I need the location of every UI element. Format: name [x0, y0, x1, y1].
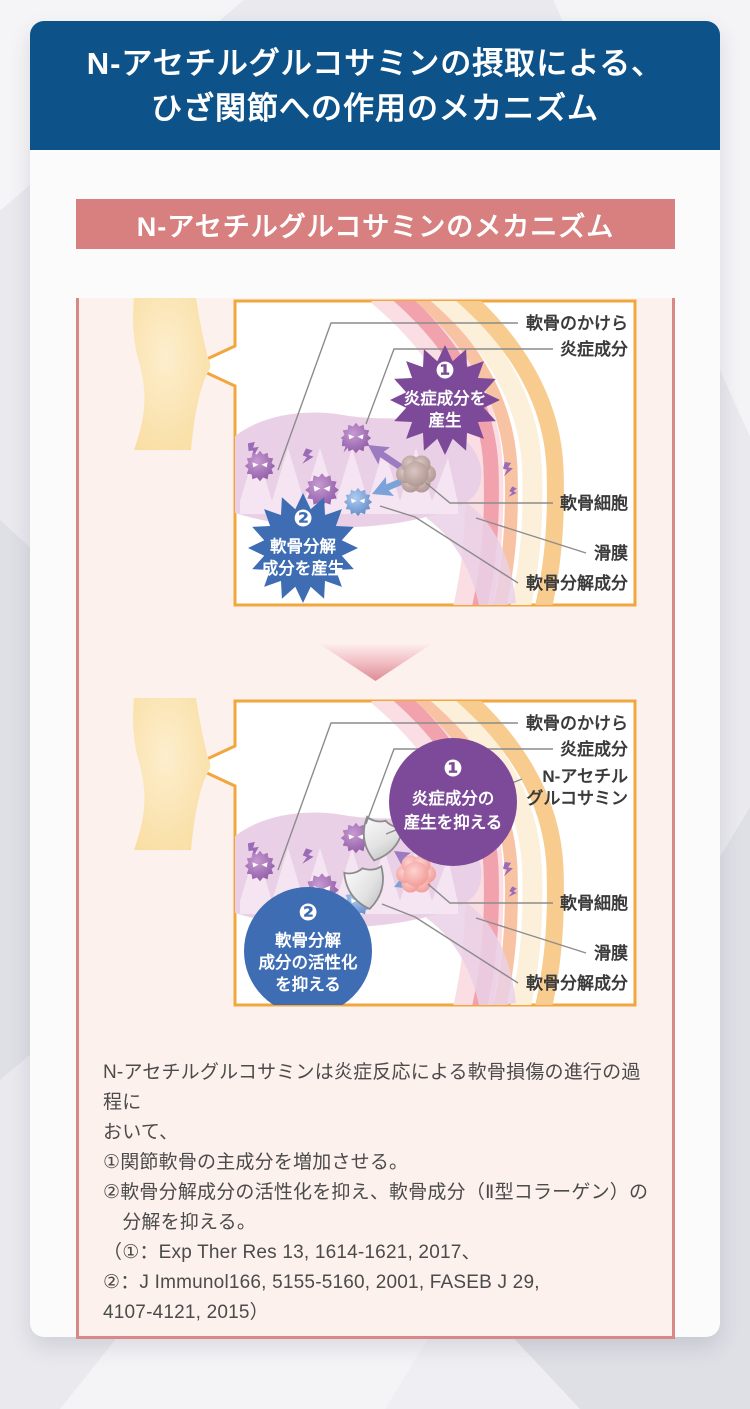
circle2-number: ❷: [298, 899, 317, 925]
label-inflammatory: 炎症成分: [560, 739, 628, 759]
circle1-number: ❶: [443, 755, 462, 781]
label-degradation: 軟骨分解成分: [526, 973, 628, 993]
label-chondrocyte: 軟骨細胞: [560, 493, 628, 513]
circle-suppress-degradation: ❷ 軟骨分解 成分の活性化 を抑える: [244, 887, 372, 1005]
card-body: N-アセチルグルコサミンのメカニズム: [30, 150, 720, 1339]
label-nag-line2: グルコサミン: [526, 788, 628, 808]
burst2-line1: 軟骨分解: [270, 536, 337, 556]
main-title-line1: N-アセチルグルコサミンの摂取による、: [86, 45, 664, 81]
leader-line: [425, 482, 553, 504]
leader-line: [277, 322, 518, 471]
down-arrow-icon: [319, 644, 432, 681]
circle-suppress-inflammation: ❶ 炎症成分の 産生を抑える: [389, 738, 517, 866]
burst1-number: ❶: [435, 357, 454, 383]
diagram-before: ❶ 炎症成分を 産生 ❷ 軟骨分解 成分を産生 軟骨のかけら: [133, 298, 637, 607]
mechanism-panel-title: N-アセチルグルコサミンのメカニズム: [76, 199, 675, 249]
mechanism-panel-body: ❶ 炎症成分を 産生 ❷ 軟骨分解 成分を産生 軟骨のかけら: [76, 298, 675, 1339]
infographic-card: N-アセチルグルコサミンの摂取による、 ひざ関節への作用のメカニズム N-アセチ…: [30, 21, 720, 1339]
burst2-number: ❷: [293, 505, 312, 531]
knee-icon: [133, 298, 211, 450]
label-cartilage-fragment: 軟骨のかけら: [526, 313, 628, 333]
main-title-line2: ひざ関節への作用のメカニズム: [151, 90, 599, 126]
label-nag-line1: N-アセチル: [542, 767, 628, 786]
mechanism-panel: N-アセチルグルコサミンのメカニズム: [76, 199, 675, 1339]
label-synovium: 滑膜: [594, 943, 628, 963]
diagram-after: ❶ 炎症成分の 産生を抑える ❷ 軟骨分解 成分の活性化 を抑える: [133, 698, 637, 1007]
leader-line: [277, 722, 518, 871]
knee-icon: [133, 698, 211, 850]
burst1-line1: 炎症成分を: [404, 388, 487, 408]
main-title: N-アセチルグルコサミンの摂取による、 ひざ関節への作用のメカニズム: [30, 21, 720, 150]
burst-produce-degradation: ❷ 軟骨分解 成分を産生: [248, 493, 358, 603]
label-chondrocyte: 軟骨細胞: [560, 893, 628, 913]
circle1-line1: 炎症成分の: [412, 788, 495, 808]
circle2-line1: 軟骨分解: [275, 930, 342, 950]
leader-line: [427, 883, 553, 904]
circle1-line2: 産生を抑える: [404, 812, 503, 832]
burst-produce-inflammation: ❶ 炎症成分を 産生: [390, 345, 500, 455]
circle2-line3: を抑える: [275, 974, 341, 994]
leader-line: [365, 348, 553, 425]
leader-line: [475, 917, 587, 954]
label-cartilage-fragment: 軟骨のかけら: [526, 713, 628, 733]
circle2-line2: 成分の活性化: [259, 952, 359, 972]
leader-line: [365, 748, 553, 825]
leader-line: [381, 903, 519, 984]
burst1-line2: 産生: [429, 410, 462, 430]
label-synovium: 滑膜: [594, 543, 628, 563]
burst2-line2: 成分を産生: [262, 558, 345, 578]
leader-line: [379, 505, 519, 584]
footnote-text: N-アセチルグルコサミンは炎症反応による軟骨損傷の進行の過程に おいて、 ①関節…: [103, 1062, 649, 1324]
label-inflammatory: 炎症成分: [560, 339, 628, 359]
leader-line: [475, 517, 587, 554]
label-degradation: 軟骨分解成分: [526, 573, 628, 593]
